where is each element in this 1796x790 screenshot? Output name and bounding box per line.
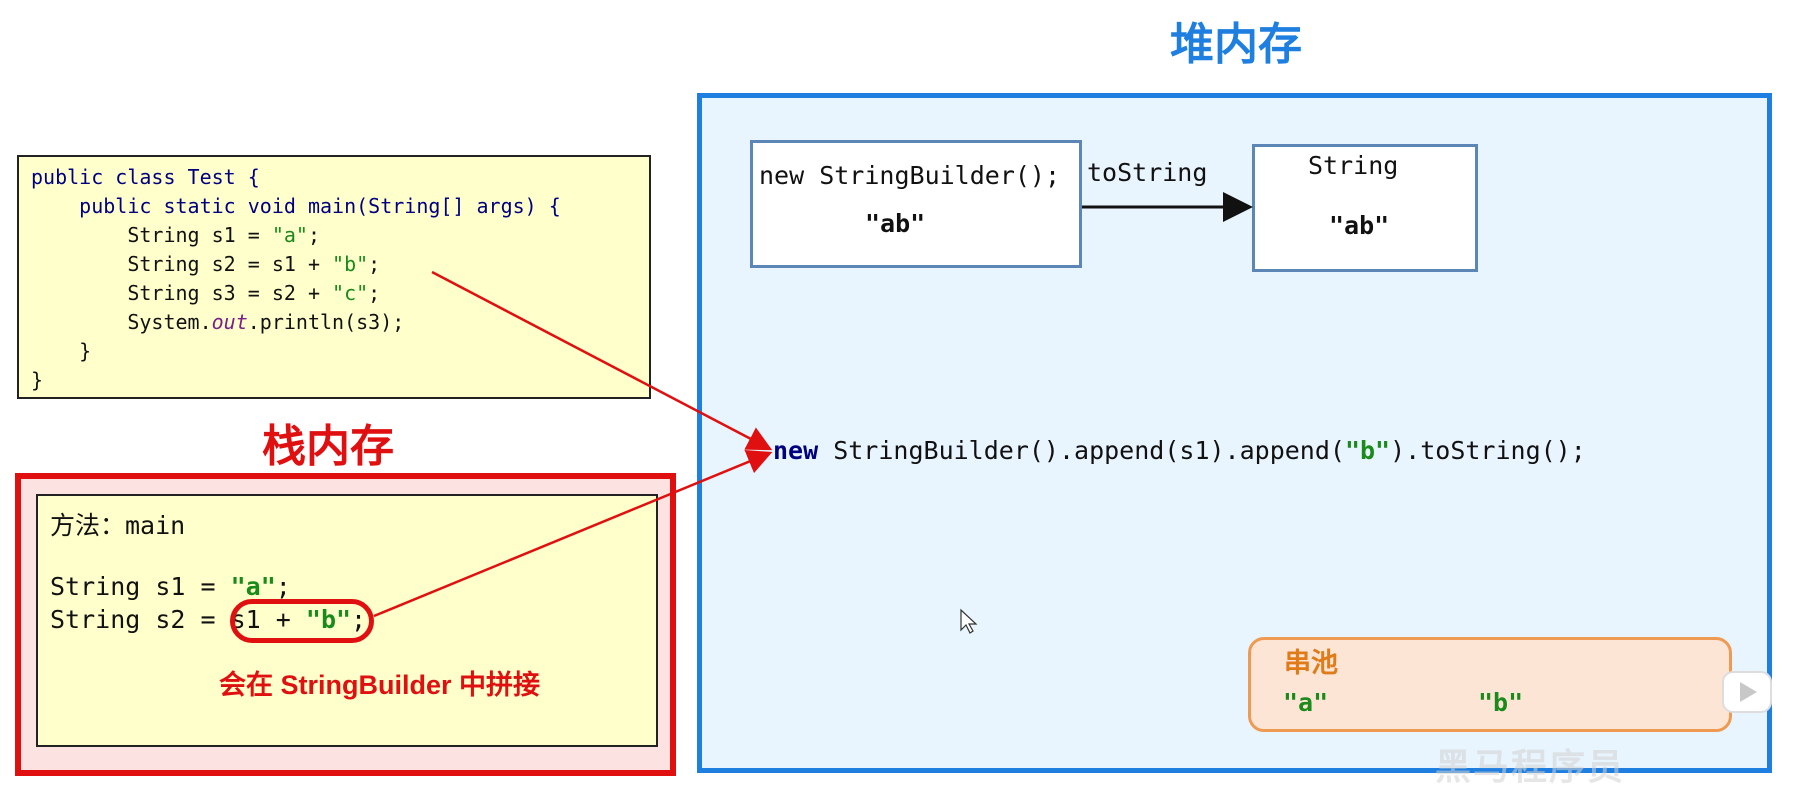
stringbuilder-code: new StringBuilder(); xyxy=(759,161,1061,190)
stringbuilder-value: "ab" xyxy=(865,209,926,238)
stack-string: "b" xyxy=(305,605,352,634)
code-to-expression-arrow xyxy=(431,270,773,451)
stack-string: "a" xyxy=(230,572,276,601)
code-text: String s3 = s2 + xyxy=(31,281,333,305)
string-value: "ab" xyxy=(1329,211,1390,240)
source-code-box: public class Test { public static void m… xyxy=(17,155,651,399)
code-text: ; xyxy=(368,252,381,276)
stringbuilder-object-box: new StringBuilder(); "ab" xyxy=(750,140,1082,268)
stack-to-expression-arrow xyxy=(373,450,773,618)
code-line-5: String s3 = s2 + "c"; xyxy=(31,281,380,305)
code-text: } xyxy=(31,339,92,363)
expression-new-keyword: new xyxy=(773,436,819,465)
code-line-4: String s2 = s1 + "b"; xyxy=(31,252,380,276)
stack-text: ; xyxy=(275,572,291,601)
code-text: public static void main(String[] args) { xyxy=(31,194,561,218)
stringbuilder-expression: new StringBuilder().append(s1).append("b… xyxy=(773,436,1586,465)
main-method-frame: 方法：main String s1 = "a"; String s2 = s1 … xyxy=(36,494,658,747)
expression-literal: "b" xyxy=(1344,436,1391,465)
stack-text: String s1 = xyxy=(50,572,231,601)
code-line-7: } xyxy=(31,339,91,363)
string-pool-title: 串池 xyxy=(1284,648,1338,678)
code-text: String s1 = xyxy=(31,223,272,247)
string-pool-item-a: "a" xyxy=(1283,688,1329,717)
code-line-6: System.out.println(s3); xyxy=(31,310,404,334)
tostring-label: toString xyxy=(1087,158,1208,187)
code-text: ; xyxy=(307,223,320,247)
code-line-3: String s1 = "a"; xyxy=(31,223,320,247)
string-object-box: String "ab" xyxy=(1252,144,1478,272)
video-play-icon xyxy=(1722,671,1772,713)
code-text: String s2 = s1 + xyxy=(31,252,333,276)
code-field: out xyxy=(211,310,248,334)
watermark: 黑马程序员 xyxy=(1435,746,1626,787)
code-text: .println(s3); xyxy=(247,310,405,334)
concat-highlight-circle xyxy=(230,599,374,643)
stack-memory-title: 栈内存 xyxy=(262,422,394,471)
code-string: "b" xyxy=(332,252,369,276)
code-string: "c" xyxy=(332,281,369,305)
code-text: } xyxy=(31,368,44,392)
string-pool-item-b: "b" xyxy=(1478,688,1524,717)
stack-text: String s2 = xyxy=(50,605,231,634)
code-line-1: public class Test { xyxy=(31,165,260,189)
stack-s1-line: String s1 = "a"; xyxy=(50,572,291,601)
expression-part2: ).toString(); xyxy=(1390,436,1586,465)
code-text: ; xyxy=(368,281,381,305)
heap-memory-title: 堆内存 xyxy=(1170,20,1302,69)
string-pool-box xyxy=(1248,637,1732,732)
code-text: System. xyxy=(31,310,212,334)
code-line-8: } xyxy=(31,368,43,392)
code-text: public class Test { xyxy=(31,165,260,189)
expression-part1: StringBuilder().append(s1).append( xyxy=(818,436,1345,465)
method-label: 方法：main xyxy=(50,511,186,540)
code-string: "a" xyxy=(271,223,308,247)
code-line-2: public static void main(String[] args) { xyxy=(31,194,561,218)
mouse-cursor-icon xyxy=(960,608,978,634)
concat-note: 会在 StringBuilder 中拼接 xyxy=(219,670,541,700)
string-type-label: String xyxy=(1308,151,1399,180)
